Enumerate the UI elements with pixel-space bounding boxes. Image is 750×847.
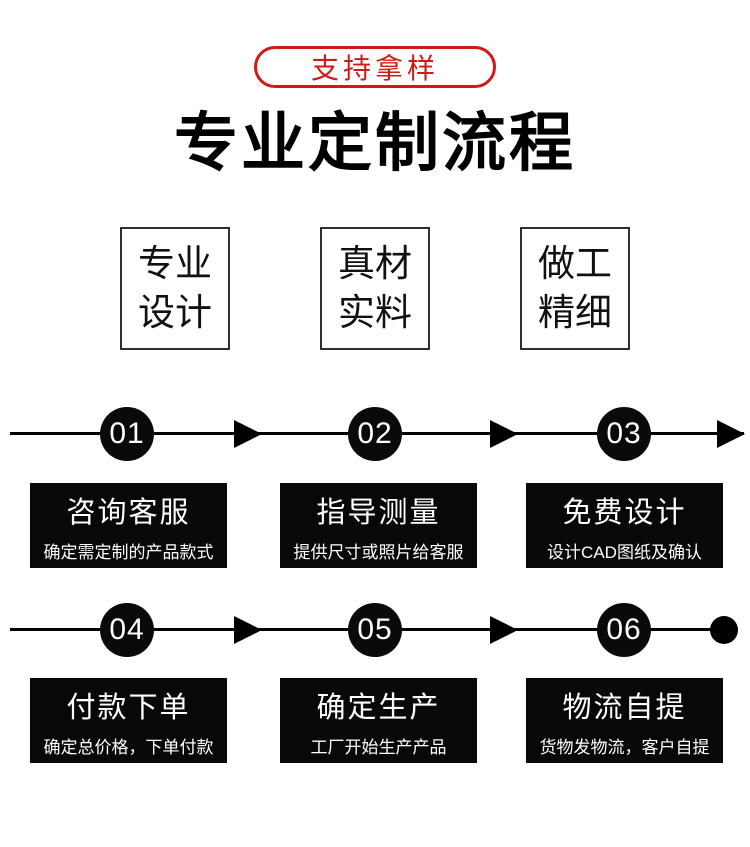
step-card-title: 咨询客服 (66, 496, 191, 529)
step-card-production: 确定生产 工厂开始生产产品 (280, 678, 477, 763)
feature-box-design: 专业 设计 (120, 227, 230, 350)
process-labels-row-1: 咨询客服 确定需定制的产品款式 指导测量 提供尺寸或照片给客服 免费设计 设计C… (0, 483, 750, 568)
step-card-consult: 咨询客服 确定需定制的产品款式 (30, 483, 227, 568)
feature-line: 专业 (138, 242, 212, 284)
arrow-right-icon (234, 420, 262, 448)
step-number: 01 (109, 417, 145, 450)
step-card-title: 指导测量 (316, 496, 441, 529)
step-circle-01: 01 (100, 407, 154, 461)
feature-line: 实料 (338, 291, 412, 333)
step-card-free-design: 免费设计 设计CAD图纸及确认 (526, 483, 723, 568)
page-title: 专业定制流程 (174, 107, 576, 179)
step-card-desc: 工厂开始生产产品 (310, 737, 447, 757)
sampling-support-badge: 支持拿样 (254, 46, 496, 88)
step-card-desc: 货物发物流，客户自提 (539, 737, 710, 757)
step-circle-05: 05 (348, 603, 402, 657)
step-card-title: 确定生产 (316, 691, 441, 724)
feature-line: 做工 (538, 242, 612, 284)
step-number: 04 (109, 613, 145, 646)
step-card-desc: 确定需定制的产品款式 (43, 542, 214, 562)
step-number: 06 (606, 613, 642, 646)
feature-line: 精细 (538, 291, 612, 333)
step-card-desc: 提供尺寸或照片给客服 (293, 542, 464, 562)
step-card-payment: 付款下单 确定总价格，下单付款 (30, 678, 227, 763)
step-card-title: 付款下单 (66, 691, 191, 724)
step-card-desc: 设计CAD图纸及确认 (547, 542, 702, 562)
step-card-desc: 确定总价格，下单付款 (43, 737, 214, 757)
arrow-right-icon (490, 420, 518, 448)
arrow-right-icon (234, 616, 262, 644)
step-circle-02: 02 (348, 407, 402, 461)
step-number: 03 (606, 417, 642, 450)
step-card-title: 物流自提 (562, 691, 687, 724)
step-circle-04: 04 (100, 603, 154, 657)
end-dot (710, 616, 738, 644)
feature-line: 真材 (338, 242, 412, 284)
step-card-title: 免费设计 (562, 496, 687, 529)
feature-box-materials: 真材 实料 (320, 227, 430, 350)
feature-line: 设计 (138, 291, 212, 333)
process-labels-row-2: 付款下单 确定总价格，下单付款 确定生产 工厂开始生产产品 物流自提 货物发物流… (0, 678, 750, 763)
step-circle-06: 06 (597, 603, 651, 657)
step-card-measure: 指导测量 提供尺寸或照片给客服 (280, 483, 477, 568)
step-circle-03: 03 (597, 407, 651, 461)
process-track-row-1: 01 02 03 (0, 407, 750, 461)
sampling-support-badge-label: 支持拿样 (310, 53, 439, 84)
step-card-logistics: 物流自提 货物发物流，客户自提 (526, 678, 723, 763)
feature-box-workmanship: 做工 精细 (520, 227, 630, 350)
step-number: 05 (357, 613, 393, 646)
process-track-row-2: 04 05 06 (0, 603, 750, 657)
step-number: 02 (357, 417, 393, 450)
arrow-right-icon (717, 420, 745, 448)
arrow-right-icon (490, 616, 518, 644)
feature-boxes: 专业 设计 真材 实料 做工 精细 (0, 227, 750, 350)
